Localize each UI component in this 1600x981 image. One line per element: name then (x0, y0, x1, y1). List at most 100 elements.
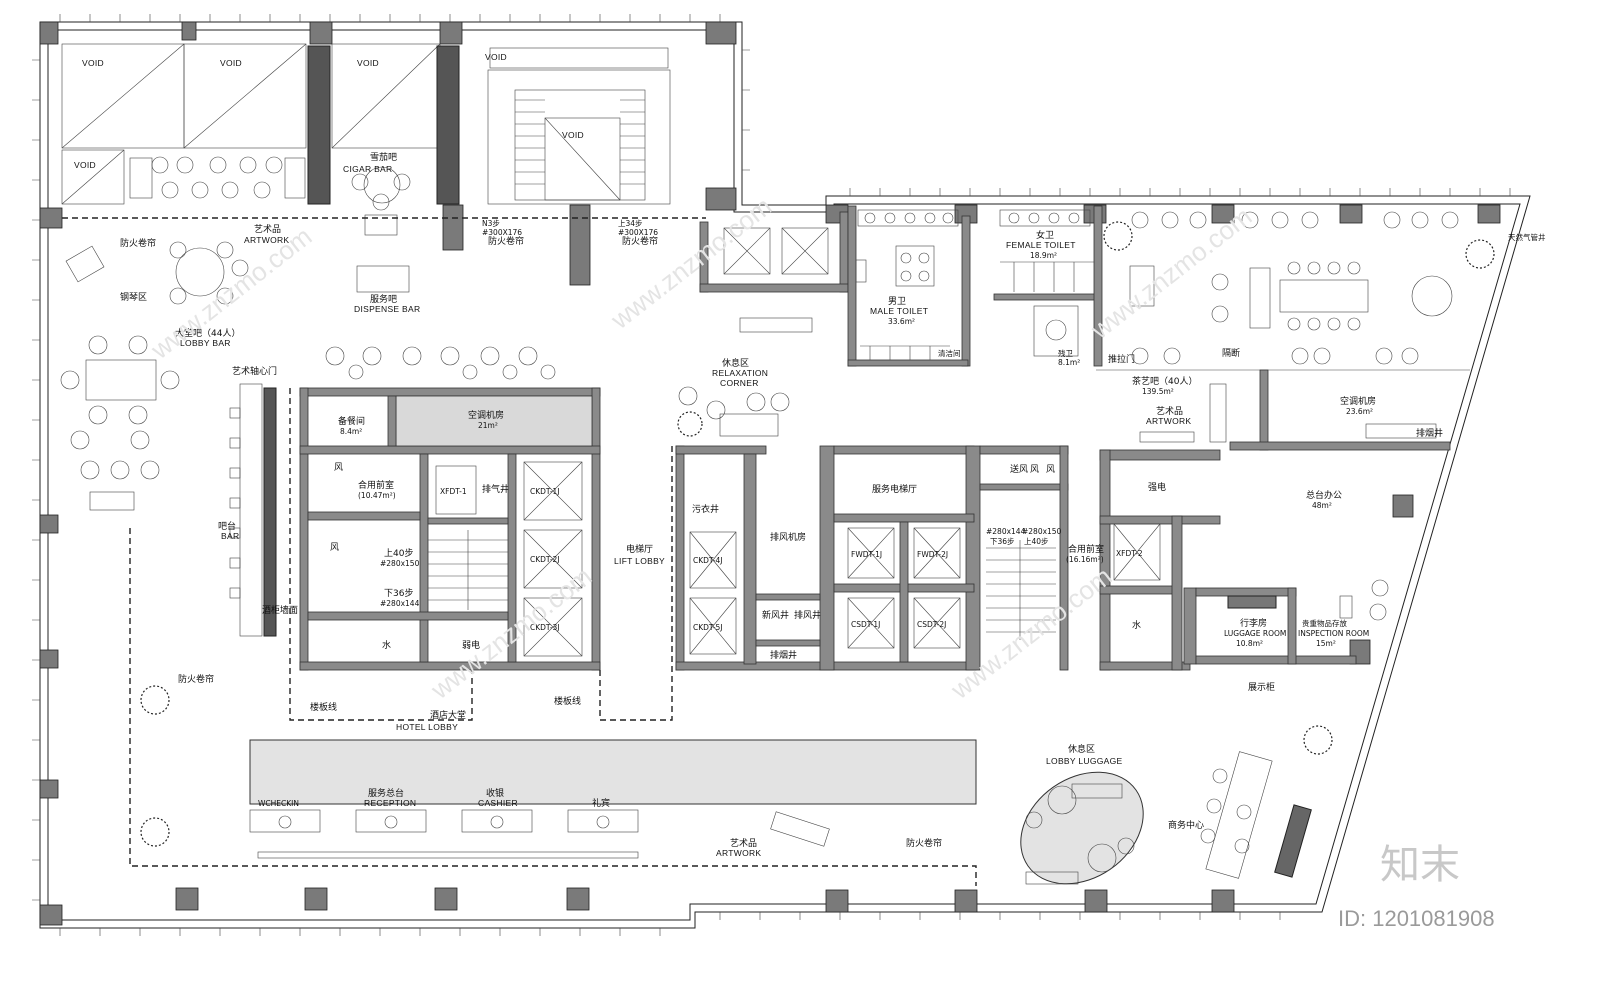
lift-ckdt4: CKDT-4J (693, 556, 723, 565)
lobby-bar-label-cn: 大堂吧（44人） (175, 327, 240, 339)
plant-icons (140, 221, 1495, 847)
plant-icon (140, 817, 170, 847)
supply-air-label: 送风 (1010, 463, 1028, 475)
east-down36: 下36步 (990, 537, 1015, 546)
stair-up-label: 上34步 (618, 219, 643, 228)
east-core: 送风 风 风 #280x144 #280x150 下36步 上40步 合用前室 … (979, 445, 1221, 671)
exhaust-shaft-label: 排气井 (482, 483, 509, 495)
up40-label: 上40步 (384, 548, 413, 559)
lobby-bar-label-en: LOBBY BAR (180, 338, 231, 348)
weak-elec-label: 弱电 (462, 639, 480, 651)
smoke-shaft2-label: 排烟井 (1416, 427, 1443, 439)
accessible-area: 8.1m² (1058, 358, 1080, 367)
exhaust-air-label: 排风井 (794, 609, 821, 621)
lift-ckdt2: CKDT-2J (530, 555, 560, 564)
central-core: 污衣井 CKDT-4J CKDT-5J 排风机房 新风井 排风井 排烟井 服务电… (675, 445, 981, 671)
pantry-area: 8.4m² (340, 427, 362, 436)
male-toilet-label-cn: 男卫 (888, 296, 906, 307)
front-office-label: 总台办公 (1306, 489, 1342, 501)
ahu-room-label: 空调机房 (468, 409, 504, 421)
relax-label-en1: RELAXATION (712, 368, 768, 378)
cigar-bar-label-cn: 雪茄吧 (370, 151, 397, 163)
art-core-door-label: 艺术轴心门 (232, 365, 277, 377)
void-label-5: VOID (562, 130, 584, 140)
dispense-bar-label-cn: 服务吧 (370, 293, 397, 305)
ahu2-area: 23.6m² (1346, 407, 1373, 416)
cigar-bar-label-en: CIGAR BAR (343, 164, 392, 174)
dispense-bar-label-en: DISPENSE BAR (354, 304, 420, 314)
business-center-label: 商务中心 (1168, 819, 1204, 831)
stair-n-dim: #300X176 (482, 228, 522, 237)
lift-xfdt2: XFDT-2 (1116, 549, 1143, 558)
vestibule2-label: 合用前室 (1068, 543, 1104, 555)
male-toilet-label-en: MALE TOILET (870, 306, 928, 316)
east-up40: 上40步 (1024, 537, 1049, 546)
plant-icon (1465, 239, 1495, 269)
partition-label: 隔断 (1222, 347, 1240, 359)
lift-csdt1: CSDT-1J (851, 620, 880, 629)
lift-ckdt1: CKDT-1J (530, 487, 560, 496)
cashier-label-en: CASHIER (478, 798, 518, 808)
artwork-label-cn-2: 艺术品 (1156, 405, 1183, 417)
gas-shaft-label: 天然气管井 (1508, 232, 1546, 242)
inspection-room-label-en: INSPECTION ROOM (1298, 629, 1369, 638)
ahu2-label: 空调机房 (1340, 395, 1376, 407)
fire-shutter-line-south (129, 528, 977, 886)
down36-label: 下36步 (384, 588, 413, 599)
vestibule-label: 合用前室 (358, 479, 394, 491)
water-label-1: 水 (382, 639, 391, 651)
tea-bar-area: 139.5m² (1142, 387, 1174, 396)
fire-shutter-label-1: 防火卷帘 (120, 237, 156, 249)
east-stair-dim-b: #280x150 (1022, 527, 1062, 536)
watermark-id: ID: 1201081908 (1338, 906, 1495, 931)
hotel-lobby-label-en: HOTEL LOBBY (396, 722, 458, 732)
fresh-air-label: 新风井 (762, 609, 789, 621)
cashier-label-cn: 收银 (486, 787, 504, 799)
concierge-label: 礼宾 (592, 797, 610, 809)
female-toilet-label-en: FEMALE TOILET (1006, 240, 1076, 250)
reception-label-en: RECEPTION (364, 798, 416, 808)
cigar-bar: 雪茄吧 CIGAR BAR (343, 151, 411, 236)
hotel-lobby: 防火卷帘 防火卷帘 楼板线 楼板线 酒店大堂 HOTEL LOBBY WCHEC… (129, 388, 977, 886)
artwork-label-en-1: ARTWORK (244, 235, 289, 245)
stair-n-label: N3步 (482, 219, 500, 228)
void-label-4: VOID (74, 160, 96, 170)
void-label-6: VOID (485, 52, 507, 62)
front-office-area: 48m² (1312, 501, 1332, 510)
up40-dim: #280x150 (380, 559, 420, 568)
lift-fwdt2: FWDT-2J (917, 550, 948, 559)
plant-icon (1103, 221, 1133, 251)
fire-shutter-label-2: 防火卷帘 (488, 235, 524, 247)
lift-lobby-label-cn: 电梯厅 (626, 543, 653, 555)
void-zone: VOID VOID VOID VOID (61, 43, 460, 205)
lobby-luggage-label-en: LOBBY LUGGAGE (1046, 756, 1123, 766)
artwork-label-cn-3: 艺术品 (730, 837, 757, 849)
vestibule-area: (10.47m²) (358, 491, 396, 500)
artwork-label-cn-1: 艺术品 (254, 223, 281, 235)
inspection-room-area: 15m² (1316, 639, 1336, 648)
artwork-label-en-3: ARTWORK (716, 848, 761, 858)
male-toilet-area: 33.6m² (888, 317, 915, 326)
hotel-lobby-label-cn: 酒店大堂 (430, 709, 466, 721)
fan-label-3: 风 (1030, 464, 1039, 475)
lobby-luggage: 休息区 LOBBY LUGGAGE (1020, 743, 1144, 885)
lobby-bar-area: 钢琴区 艺术品 ARTWORK 大堂吧（44人） LOBBY BAR (60, 223, 289, 511)
smoke-shaft-label: 排烟井 (770, 649, 797, 661)
building-envelope (32, 14, 1531, 936)
watermark-brand: 知末 (1380, 842, 1460, 888)
fan-label-2: 风 (330, 542, 339, 553)
checkin-label: WCHECKIN (258, 799, 299, 808)
watermark-site-2: www.znzmo.com (604, 191, 777, 335)
relax-label-en2: CORNER (720, 378, 759, 388)
counter-stools (325, 346, 556, 380)
down36-dim: #280x144 (380, 599, 420, 608)
tea-bar: 隔断 茶艺吧（40人） 139.5m² 艺术品 ARTWORK 天然气管井 (1096, 211, 1546, 443)
service-lift-label: 服务电梯厅 (872, 483, 917, 495)
stair-core-north: VOID VOID (485, 47, 671, 205)
artwork-label-en-2: ARTWORK (1146, 416, 1191, 426)
stair-up-dim: #300X176 (618, 228, 658, 237)
void-label-3: VOID (357, 58, 379, 68)
lounge-seating (129, 156, 306, 199)
plant-icon (1303, 725, 1333, 755)
